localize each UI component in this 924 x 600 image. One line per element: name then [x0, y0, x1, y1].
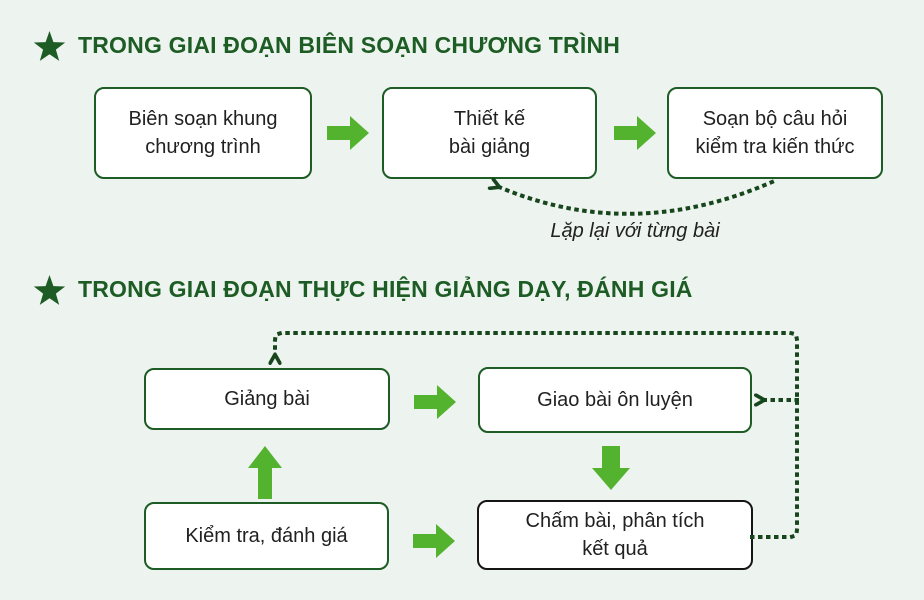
step-box-giang-bai: Giảng bài [144, 368, 390, 430]
step-box-cham-bai-phan-tich: Chấm bài, phân tích kết quả [477, 500, 753, 570]
step-box-line: Chấm bài, phân tích [525, 510, 705, 532]
step-box-line: Giao bài ôn luyện [537, 389, 693, 411]
step-box-line: Giảng bài [224, 388, 310, 410]
arrow-right-icon [327, 116, 369, 150]
step-box-kiem-tra-danh-gia: Kiểm tra, đánh giá [144, 502, 389, 570]
section1-title: TRONG GIAI ĐOẠN BIÊN SOẠN CHƯƠNG TRÌNH [78, 32, 621, 58]
star-icon [33, 31, 66, 61]
step-box-line: Soạn bộ câu hỏi [702, 108, 848, 130]
loop-back-arrow [499, 182, 775, 216]
arrow-right-icon [413, 524, 455, 558]
step-box-line: chương trình [145, 136, 261, 158]
step-box-line: Kiểm tra, đánh giá [185, 525, 348, 547]
arrow-right-icon [614, 116, 656, 150]
star-icon [33, 275, 66, 305]
step-box-line: Thiết kế [453, 108, 526, 130]
section2-title: TRONG GIAI ĐOẠN THỰC HIỆN GIẢNG DẠY, ĐÁN… [78, 276, 693, 302]
arrow-up-icon [248, 446, 282, 499]
arrow-down-icon [592, 446, 630, 490]
step-box-line: kết quả [582, 538, 648, 560]
step-box-line: kiểm tra kiến thức [695, 136, 855, 158]
step-box-giao-bai-on-luyen: Giao bài ôn luyện [478, 367, 752, 433]
step-box-thiet-ke-bai-giang: Thiết kế bài giảng [382, 87, 597, 179]
step-box-line: Biên soạn khung [128, 108, 278, 130]
step-box-line: bài giảng [448, 136, 531, 158]
step-box-soan-bo-cau-hoi: Soạn bộ câu hỏi kiểm tra kiến thức [667, 87, 883, 179]
arrow-right-icon [414, 385, 456, 419]
loop-label: Lặp lại với từng bài [550, 220, 720, 242]
step-box-bien-soan-khung: Biên soạn khung chương trình [94, 87, 312, 179]
